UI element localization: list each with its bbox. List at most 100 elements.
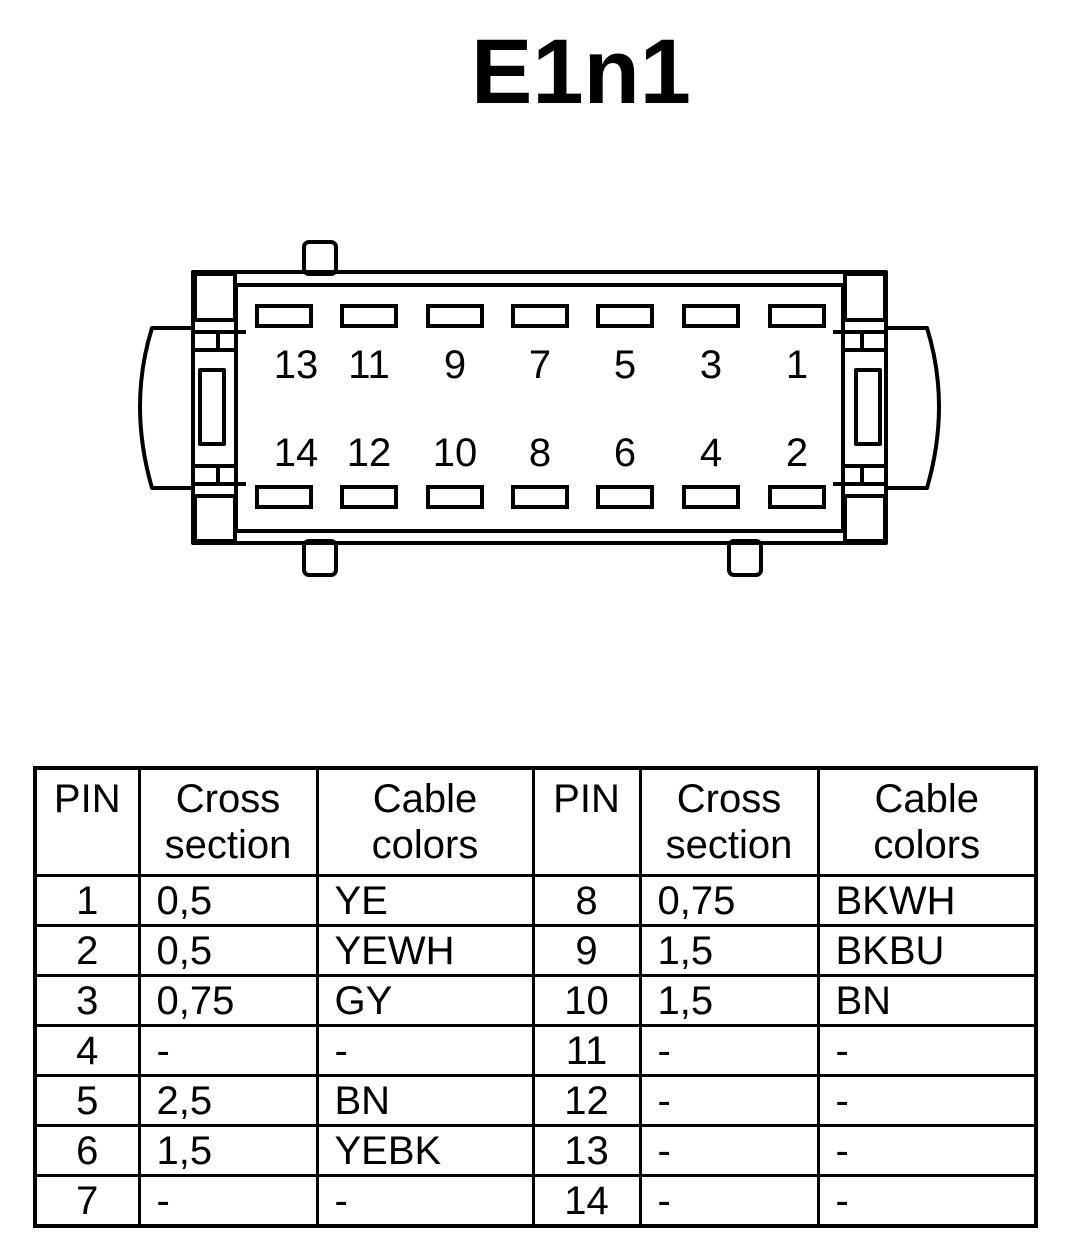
table-row: 3 0,75 GY 10 1,5 BN (33, 974, 1038, 1027)
pin-cell: 14 (531, 1174, 642, 1228)
corner-block-bl (193, 494, 237, 543)
pin-cell: 6 (33, 1124, 141, 1177)
table-row: 5 2,5 BN 12 - - (33, 1074, 1038, 1127)
pin-slot-bottom-5 (596, 485, 654, 509)
pin-cell: 10 (531, 974, 642, 1027)
cross-section-cell: 0,75 (638, 874, 820, 927)
pin-number-label: 9 (444, 343, 466, 387)
pin-assignment-table: PIN Cross section Cable colors PIN Cross… (33, 766, 1038, 1228)
cable-color-cell: YEWH (315, 924, 535, 977)
table-row: 4 - - 11 - - (33, 1024, 1038, 1077)
header-cable-colors: Cable colors (315, 766, 535, 877)
pin-number-label: 8 (529, 431, 551, 475)
pin-slot-bottom-7 (768, 485, 826, 509)
pin-slot-top-1 (255, 304, 313, 328)
pin-number-label: 2 (786, 431, 808, 475)
side-slot-left (198, 368, 226, 446)
pin-slot-top-4 (511, 304, 569, 328)
pin-slot-top-5 (596, 304, 654, 328)
table-row: 7 - - 14 - - (33, 1174, 1038, 1228)
cable-color-cell: - (816, 1024, 1038, 1077)
pin-cell: 12 (531, 1074, 642, 1127)
side-ear-left (138, 326, 194, 490)
pin-number-label: 5 (614, 343, 636, 387)
pin-number-label: 11 (348, 343, 390, 387)
cross-section-cell: - (638, 1024, 820, 1077)
cable-color-cell: - (315, 1024, 535, 1077)
table-row: 1 0,5 YE 8 0,75 BKWH (33, 874, 1038, 927)
corner-block-tr (843, 272, 887, 322)
pin-cell: 3 (33, 974, 141, 1027)
table-row: 6 1,5 YEBK 13 - - (33, 1124, 1038, 1177)
connector-diagram: 13 11 9 7 5 3 1 14 12 10 8 6 4 2 (138, 240, 941, 577)
cable-color-cell: - (816, 1074, 1038, 1127)
cross-section-cell: - (638, 1124, 820, 1177)
bottom-latch-right (727, 539, 763, 577)
header-cable-colors: Cable colors (816, 766, 1038, 877)
cross-section-cell: 0,75 (137, 974, 319, 1027)
pin-slot-bottom-1 (255, 485, 313, 509)
bottom-latch-left (302, 539, 338, 577)
connector-inner-frame (234, 283, 845, 533)
cable-color-cell: BKWH (816, 874, 1038, 927)
pin-number-label: 14 (274, 431, 319, 475)
pin-cell: 7 (33, 1174, 141, 1228)
cross-section-cell: - (137, 1024, 319, 1077)
side-slot-right (854, 368, 882, 446)
pin-cell: 1 (33, 874, 141, 927)
header-pin: PIN (33, 766, 141, 877)
cross-section-cell: 1,5 (137, 1124, 319, 1177)
cross-section-cell: 0,5 (137, 924, 319, 977)
pin-number-label: 10 (433, 431, 478, 475)
cable-color-cell: - (816, 1174, 1038, 1228)
pin-number-label: 3 (700, 343, 722, 387)
cross-section-cell: 1,5 (638, 974, 820, 1027)
header-pin: PIN (531, 766, 642, 877)
pin-cell: 9 (531, 924, 642, 977)
side-ear-right (885, 326, 941, 490)
pin-cell: 11 (531, 1024, 642, 1077)
pin-number-label: 12 (347, 431, 392, 475)
pin-number-label: 13 (274, 343, 319, 387)
cross-section-cell: 0,5 (137, 874, 319, 927)
cable-color-cell: BKBU (816, 924, 1038, 977)
corner-block-tl (193, 272, 237, 322)
pin-cell: 5 (33, 1074, 141, 1127)
pin-number-label: 6 (614, 431, 636, 475)
pin-slot-bottom-2 (340, 485, 398, 509)
corner-block-br (843, 494, 887, 543)
connector-housing (191, 270, 888, 545)
pin-cell: 4 (33, 1024, 141, 1077)
cross-section-cell: - (638, 1074, 820, 1127)
cross-section-cell: 2,5 (137, 1074, 319, 1127)
pin-cell: 8 (531, 874, 642, 927)
pin-cell: 2 (33, 924, 141, 977)
pin-cell: 13 (531, 1124, 642, 1177)
cross-section-cell: 1,5 (638, 924, 820, 977)
cable-color-cell: BN (315, 1074, 535, 1127)
pin-slot-top-2 (340, 304, 398, 328)
cable-color-cell: YE (315, 874, 535, 927)
connector-title: E1n1 (471, 21, 691, 123)
pin-slot-bottom-4 (511, 485, 569, 509)
table-header-row: PIN Cross section Cable colors PIN Cross… (33, 766, 1038, 877)
header-cross-section: Cross section (638, 766, 820, 877)
pin-number-label: 4 (700, 431, 722, 475)
pin-slot-bottom-3 (426, 485, 484, 509)
cross-section-cell: - (638, 1174, 820, 1228)
pin-slot-top-7 (768, 304, 826, 328)
pin-slot-top-3 (426, 304, 484, 328)
cable-color-cell: YEBK (315, 1124, 535, 1177)
cable-color-cell: BN (816, 974, 1038, 1027)
header-cross-section: Cross section (137, 766, 319, 877)
cable-color-cell: GY (315, 974, 535, 1027)
pin-slot-top-6 (682, 304, 740, 328)
top-latch (302, 240, 338, 276)
cable-color-cell: - (315, 1174, 535, 1228)
pin-number-label: 7 (529, 343, 551, 387)
cross-section-cell: - (137, 1174, 319, 1228)
cable-color-cell: - (816, 1124, 1038, 1177)
pin-number-label: 1 (786, 343, 808, 387)
pin-slot-bottom-6 (682, 485, 740, 509)
table-row: 2 0,5 YEWH 9 1,5 BKBU (33, 924, 1038, 977)
